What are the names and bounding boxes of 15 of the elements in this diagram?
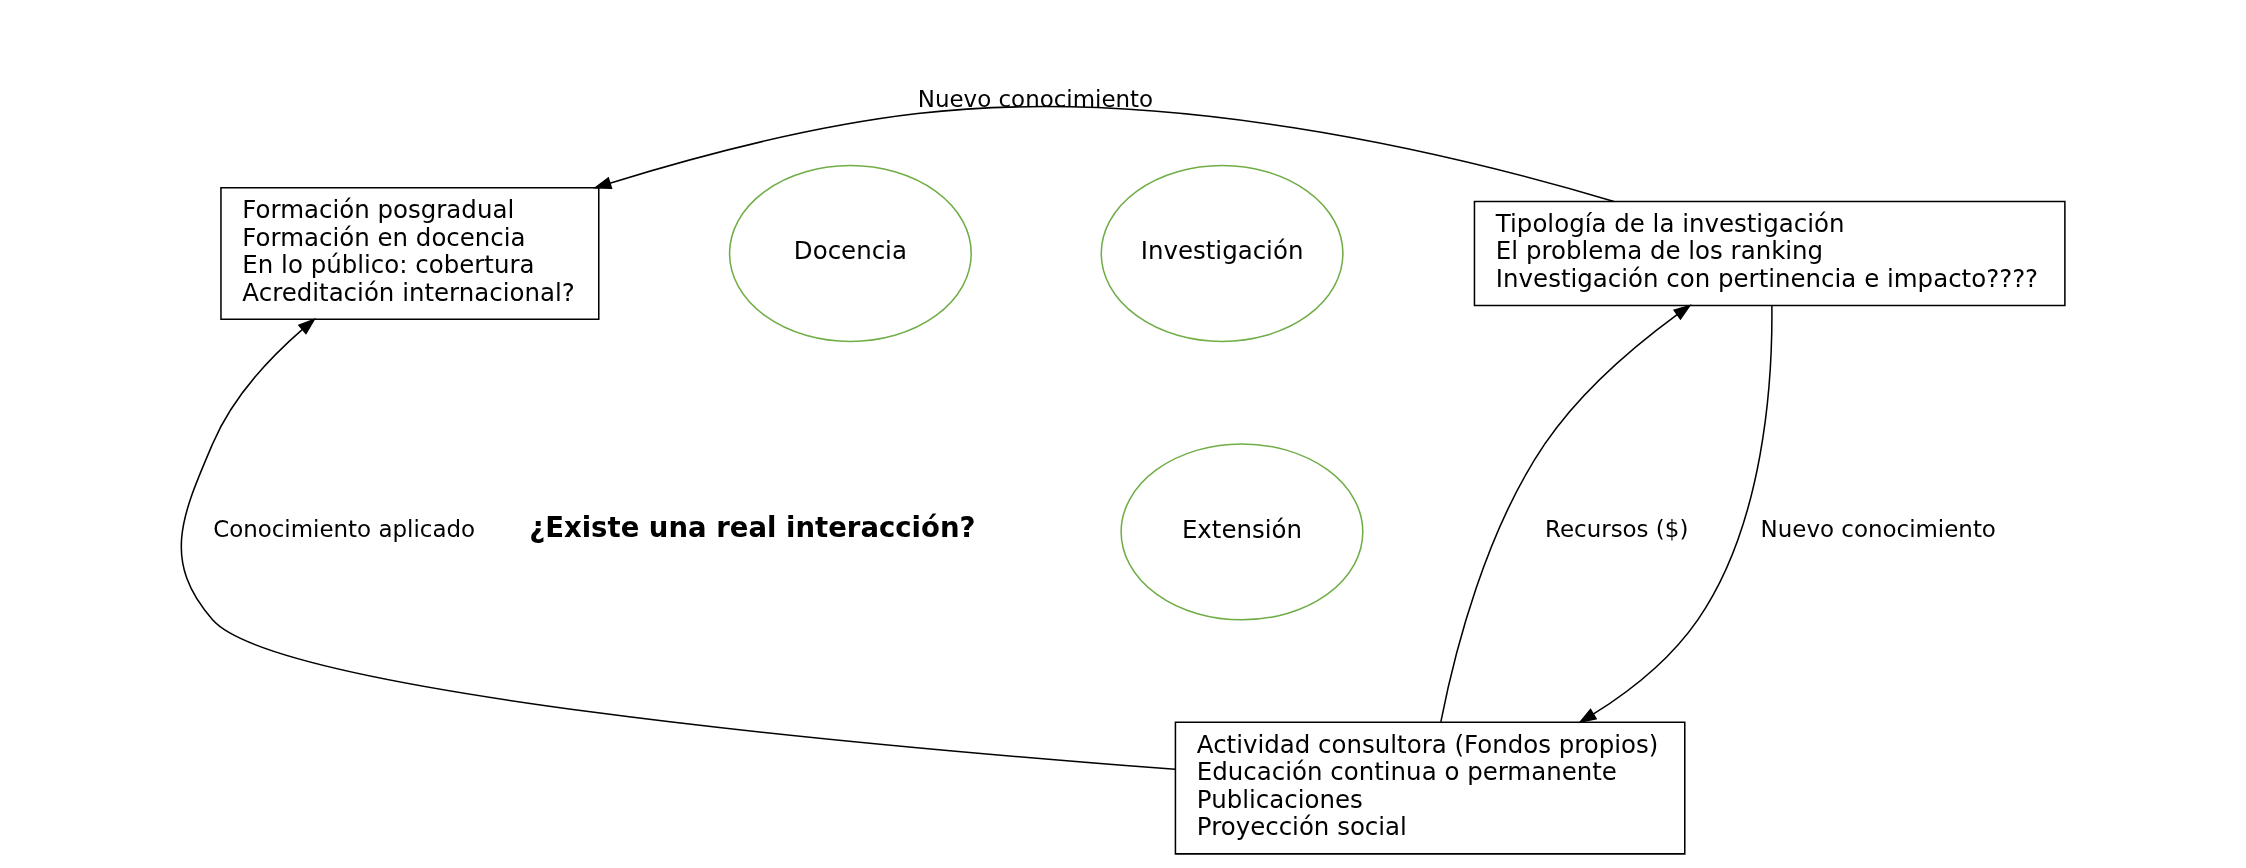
- arrow: [180, 317, 1176, 771]
- node-box: Tipología de la investigación El problema de los ranking Investigación con pertinencia e impacto????: [1473, 200, 2066, 307]
- node-ellipse: Investigación: [1100, 164, 1344, 343]
- node-box: Formación posgradual Formación en docencia En lo público: cobertura Acreditación internacional?: [220, 186, 600, 321]
- node-ellipse: Extensión: [1120, 443, 1364, 621]
- label: ¿Existe una real interacción?: [529, 511, 976, 544]
- edge-label: Conocimiento aplicado: [213, 516, 476, 543]
- node-ellipse: Docencia: [728, 164, 972, 343]
- arrow: [1578, 305, 1773, 724]
- node-box: Actividad consultora (Fondos propios) Educación continua o permanente Publicaciones Proyección social: [1174, 721, 1686, 855]
- edge-label: Nuevo conocimiento: [917, 86, 1154, 113]
- edge-label: Recursos ($): [1545, 516, 1689, 543]
- arrow: [593, 105, 1615, 203]
- edge-label: Nuevo conocimiento: [1760, 516, 1996, 543]
- arrow: [1440, 304, 1692, 723]
